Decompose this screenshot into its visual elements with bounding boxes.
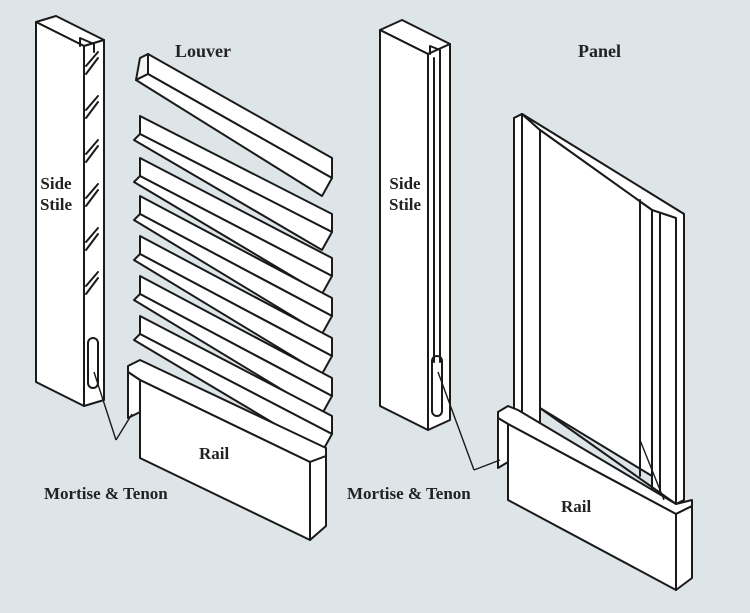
rail-label-right: Rail <box>561 497 592 516</box>
panel-tenon-leader <box>473 459 501 471</box>
louver-mortise <box>87 337 99 389</box>
louver-slots <box>85 51 99 295</box>
louver-side-stile <box>35 15 105 407</box>
louver-rail <box>127 359 327 541</box>
louver-slats <box>133 53 333 453</box>
louver-title: Louver <box>175 41 231 61</box>
panel-title: Panel <box>578 41 621 61</box>
panel-rail <box>497 405 693 591</box>
panel-mortise-leader <box>437 371 475 471</box>
mortise-tenon-label-right: Mortise & Tenon <box>347 484 471 503</box>
mortise-tenon-label-left: Mortise & Tenon <box>44 484 168 503</box>
panel-joint-leader <box>639 439 665 501</box>
rail-label-left: Rail <box>199 444 230 463</box>
panel-mortise <box>431 355 443 417</box>
side-stile-label-right: Side Stile <box>388 174 422 214</box>
louver-tenon-leader <box>115 413 133 441</box>
louver-mortise-leader <box>93 371 117 441</box>
panel-side-stile <box>379 19 451 431</box>
side-stile-label-left: Side Stile <box>39 174 73 214</box>
